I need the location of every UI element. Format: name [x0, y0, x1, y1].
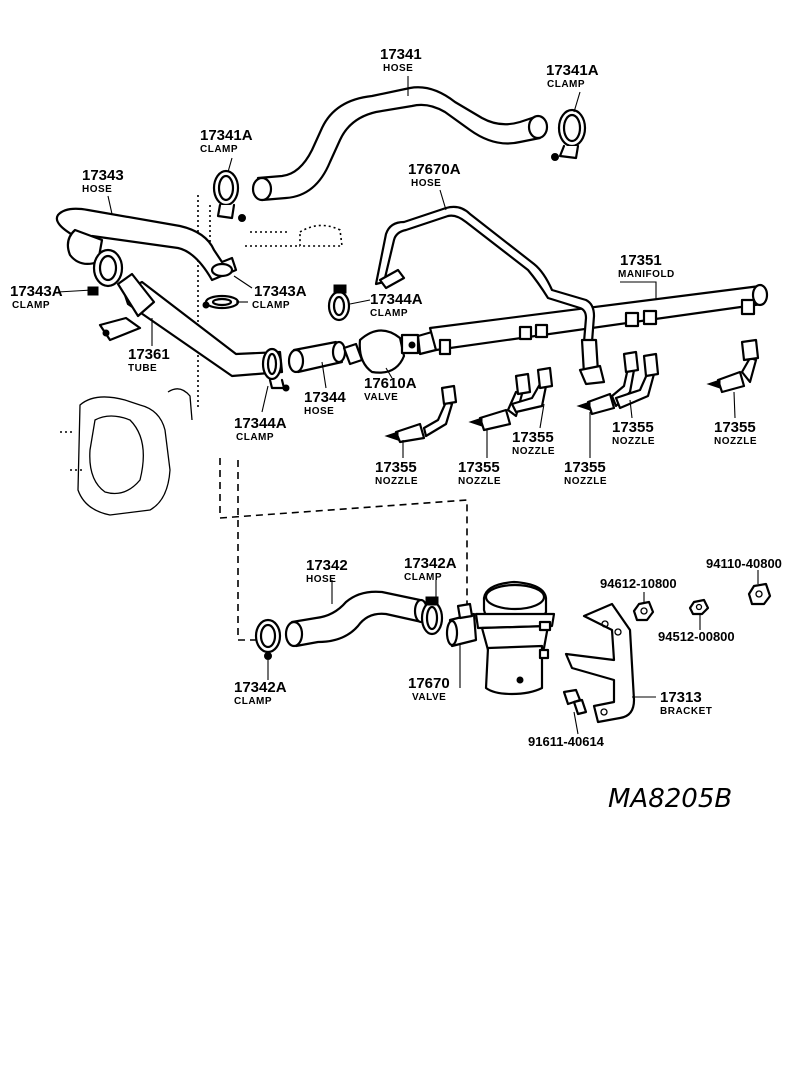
nut-94612 [632, 600, 655, 622]
leader-lines [57, 76, 759, 735]
hose-17670a [374, 205, 606, 386]
label-17342a-bot-number: 17342A [234, 679, 287, 696]
label-94612-number: 94612-10800 [600, 576, 677, 591]
label-17670-number: 17670 [408, 675, 450, 692]
label-17341a-left-number: 17341A [200, 127, 253, 144]
manifold-17351 [428, 283, 769, 356]
label-17344a-top-name: CLAMP [370, 308, 408, 319]
engine-outline [60, 224, 343, 516]
label-17344a-bot-number: 17344A [234, 415, 287, 432]
label-17341a-top-name: CLAMP [547, 79, 585, 90]
label-17355-a-number: 17355 [375, 459, 417, 476]
label-17670-name: VALVE [412, 692, 446, 703]
label-17344-name: HOSE [304, 406, 334, 417]
label-17341a-left-name: CLAMP [200, 144, 238, 155]
clamp-17343a-left [87, 248, 124, 296]
label-94512-number: 94512-00800 [658, 629, 735, 644]
label-17342a-top-name: CLAMP [404, 572, 442, 583]
label-17343a-left-name: CLAMP [12, 300, 50, 311]
label-17670a-name: HOSE [411, 178, 441, 189]
label-17342a-top-number: 17342A [404, 555, 457, 572]
label-17355-b-number: 17355 [458, 459, 500, 476]
label-17344-number: 17344 [304, 389, 346, 406]
label-17313-name: BRACKET [660, 706, 712, 717]
hose-17341 [251, 86, 549, 202]
hose-17342 [284, 590, 429, 648]
label-17351-number: 17351 [620, 252, 662, 269]
clamp-17341a-left [212, 169, 246, 222]
label-17355-d-number: 17355 [564, 459, 606, 476]
label-17342a-bot-name: CLAMP [234, 696, 272, 707]
clamp-17344a-top [327, 284, 351, 322]
clamp-17342a-bot [254, 618, 282, 660]
label-17343a-mid-number: 17343A [254, 283, 307, 300]
label-17342-name: HOSE [306, 574, 336, 585]
clamp-17342a-top [420, 596, 444, 636]
washer-94512 [688, 598, 710, 616]
label-17361-number: 17361 [128, 346, 170, 363]
label-17343-name: HOSE [82, 184, 112, 195]
valve-17610a [342, 329, 438, 374]
label-17610a-name: VALVE [364, 392, 398, 403]
diagram-code: MA8205B [608, 784, 732, 814]
labels: 17341 HOSE 17341A CLAMP 17341A CLAMP 173… [10, 46, 782, 814]
label-91611-number: 91611-40614 [528, 734, 605, 749]
valve-17670 [445, 580, 556, 696]
label-17341a-top-number: 17341A [546, 62, 599, 79]
label-17341-name: HOSE [383, 63, 413, 74]
nozzle-f [706, 338, 760, 394]
bolt-91611 [562, 688, 588, 716]
label-17341-number: 17341 [380, 46, 422, 63]
label-17670a-number: 17670A [408, 161, 461, 178]
label-17355-e-number: 17355 [612, 419, 654, 436]
nozzle-a [384, 384, 458, 444]
label-17344a-bot-name: CLAMP [236, 432, 274, 443]
label-17355-c-number: 17355 [512, 429, 554, 446]
tube-17361 [98, 272, 284, 378]
label-17355-b-name: NOZZLE [458, 476, 501, 487]
clamp-17341a-right [551, 108, 587, 161]
label-94110-number: 94110-40800 [706, 556, 782, 571]
nozzle-c [510, 366, 554, 414]
label-17344a-top-number: 17344A [370, 291, 423, 308]
label-17355-f-name: NOZZLE [714, 436, 757, 447]
label-17343a-left-number: 17343A [10, 283, 63, 300]
label-17361-name: TUBE [128, 363, 157, 374]
label-17342-number: 17342 [306, 557, 348, 574]
clamp-17344a-bot [261, 347, 290, 392]
bracket-17313 [564, 602, 636, 724]
clamp-17343a-mid [202, 294, 240, 310]
nut-94110 [747, 582, 772, 606]
label-17355-e-name: NOZZLE [612, 436, 655, 447]
nozzle-b [468, 372, 532, 432]
label-17355-c-name: NOZZLE [512, 446, 555, 457]
label-17351-name: MANIFOLD [618, 269, 675, 280]
label-17355-d-name: NOZZLE [564, 476, 607, 487]
label-17343a-mid-name: CLAMP [252, 300, 290, 311]
hose-17343 [55, 207, 238, 282]
label-17355-a-name: NOZZLE [375, 476, 418, 487]
nozzle-d [576, 350, 640, 416]
label-17610a-number: 17610A [364, 375, 417, 392]
connection-lines [197, 195, 468, 641]
hose-17344 [287, 340, 347, 374]
nozzle-e [614, 352, 660, 410]
label-17343-number: 17343 [82, 167, 124, 184]
label-17313-number: 17313 [660, 689, 702, 706]
label-17355-f-number: 17355 [714, 419, 756, 436]
